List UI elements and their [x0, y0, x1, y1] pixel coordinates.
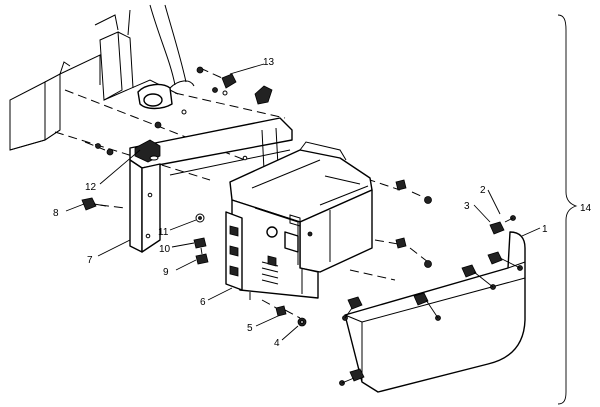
mounting-bracket: [129, 90, 293, 253]
callout-14: 14: [580, 203, 592, 214]
callout-13: 13: [263, 57, 275, 68]
control-unit: [225, 141, 373, 300]
hardware-fasteners: [81, 143, 432, 327]
callout-1: 1: [542, 224, 548, 235]
callout-7: 7: [87, 255, 93, 266]
callout-3: 3: [464, 201, 470, 212]
latch-knob: [134, 139, 161, 163]
leader-lines: [65, 63, 541, 341]
callout-10: 10: [159, 244, 171, 255]
callout-11: 11: [158, 227, 169, 238]
callout-12: 12: [85, 182, 97, 193]
callout-4: 4: [274, 338, 280, 349]
callout-labels: 13 12 8 7 11 10 9 6 5 4 2 3 1 14: [53, 57, 592, 349]
callout-8: 8: [53, 208, 59, 219]
callout-6: 6: [200, 297, 206, 308]
group-brace: [557, 14, 578, 405]
cover-clips: [339, 215, 523, 386]
mounting-frame-structure: [9, 4, 195, 151]
clamp-handle: [154, 66, 273, 129]
cover-panel: [344, 231, 526, 393]
callout-2: 2: [480, 185, 486, 196]
callout-9: 9: [163, 267, 169, 278]
callout-5: 5: [247, 323, 253, 334]
